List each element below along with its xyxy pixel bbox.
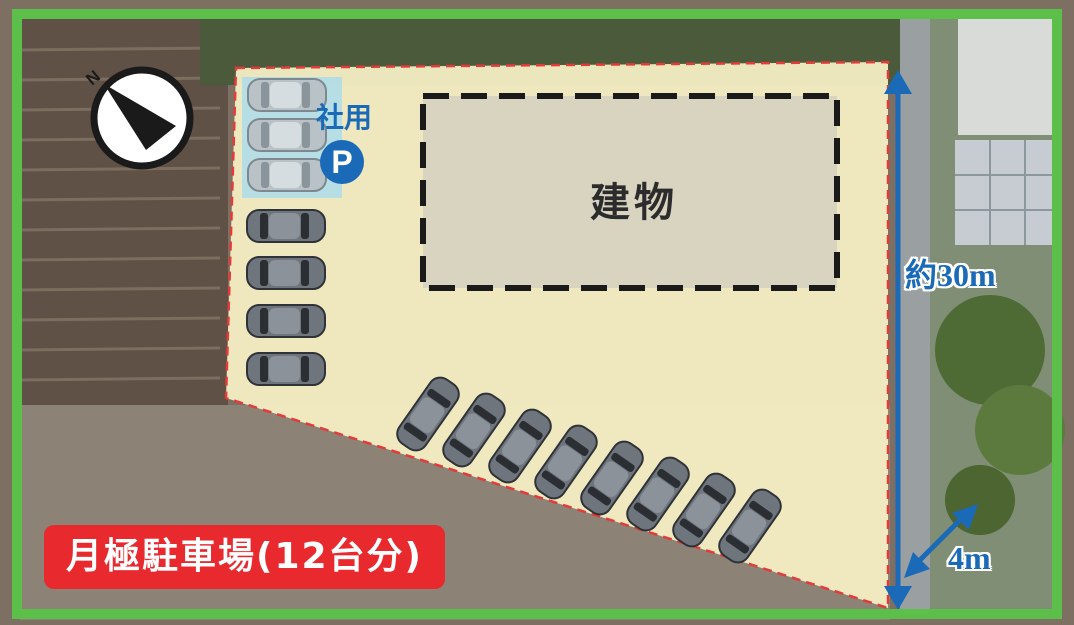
parking-title-badge: 月極駐車場(12台分) (44, 525, 446, 589)
distance-width-label: 4m (948, 540, 991, 576)
car-icon (246, 304, 326, 338)
car-icon (246, 256, 326, 290)
car-icon (246, 209, 326, 243)
building-outline (420, 93, 840, 291)
building-label: 建物 (590, 180, 678, 226)
parking-icon: P (320, 140, 364, 184)
length-arrow (884, 70, 912, 610)
car-icon (247, 158, 327, 192)
distance-length-label: 約30m (905, 257, 996, 293)
compass-icon: N (82, 66, 194, 170)
car-icon (247, 118, 327, 152)
building-footprint (423, 96, 837, 288)
staff-parking-label: 社用 (316, 101, 373, 134)
lot-boundary (224, 60, 890, 610)
car-icon (246, 352, 326, 386)
width-arrow (904, 504, 978, 578)
car-icon (247, 78, 327, 112)
